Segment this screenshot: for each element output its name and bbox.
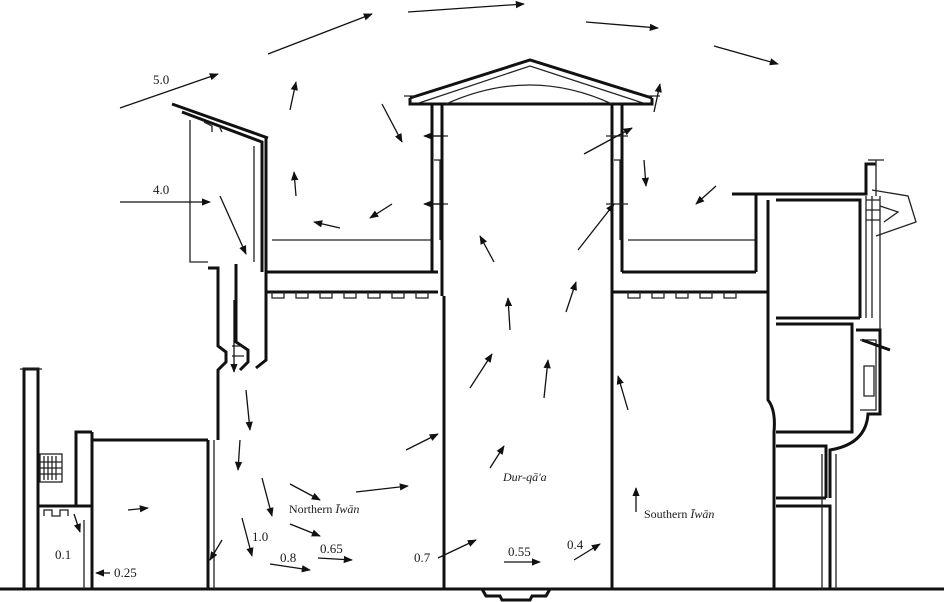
right-building <box>732 159 917 589</box>
ground-line <box>0 587 944 602</box>
wind-arrow <box>381 103 403 143</box>
wind-arrow <box>127 505 149 513</box>
wind-arrow <box>369 203 393 219</box>
wind-arrow <box>73 513 81 533</box>
left-low-building <box>38 430 208 589</box>
wind-arrow <box>119 73 219 109</box>
wind-arrow <box>479 235 495 263</box>
room-label-northern-iwan-name: Īwān <box>335 502 360 516</box>
wind-arrow <box>355 483 409 493</box>
velocity-label-5-0: 5.0 <box>153 72 170 87</box>
wind-arrow <box>405 433 439 451</box>
room-label-northern-word: Northern <box>289 502 333 516</box>
wind-arrow <box>565 281 577 313</box>
airflow-arrows <box>73 0 779 577</box>
velocity-label-0-55: 0.55 <box>508 544 531 559</box>
wind-arrow <box>261 477 274 517</box>
wind-arrow <box>407 0 525 13</box>
room-label-northern-iwan: Northern Īwān <box>289 503 359 515</box>
velocity-label-4-0: 4.0 <box>153 182 170 197</box>
room-label-southern-iwan: Southern Īwān <box>644 508 714 520</box>
durqaa-lantern <box>404 58 660 296</box>
wind-arrow <box>313 220 341 229</box>
wind-arrow <box>577 203 615 251</box>
wind-arrow <box>585 21 659 31</box>
wind-arrow <box>469 353 493 389</box>
room-label-southern-word: Southern <box>644 507 688 521</box>
velocity-label-0-7: 0.7 <box>414 550 431 565</box>
wind-arrow <box>219 195 247 255</box>
wind-arrow <box>695 185 717 205</box>
wind-arrow <box>543 359 551 399</box>
wind-arrow <box>616 375 629 411</box>
velocity-label-0-1: 0.1 <box>55 547 72 562</box>
left-tower-wall <box>20 367 42 589</box>
wind-arrow <box>289 483 321 501</box>
wind-arrow <box>209 539 223 561</box>
wind-arrow <box>267 13 373 55</box>
wind-arrow <box>269 563 311 573</box>
wind-arrow <box>504 297 513 331</box>
velocity-label-1-0: 1.0 <box>252 529 269 544</box>
wind-arrow <box>291 171 299 197</box>
windcatcher-malqaf <box>171 102 269 589</box>
wind-arrow <box>437 539 477 559</box>
wind-arrow <box>289 81 298 111</box>
velocity-label-0-4: 0.4 <box>567 537 584 552</box>
wind-arrow <box>641 159 650 187</box>
wind-arrow <box>289 523 321 537</box>
room-label-southern-iwan-name: Īwān <box>690 507 715 521</box>
wind-arrow <box>241 517 254 557</box>
velocity-label-0-65: 0.65 <box>320 541 343 556</box>
wind-arrow <box>234 439 243 471</box>
velocity-label-0-25: 0.25 <box>114 565 137 580</box>
wind-arrow <box>245 389 253 431</box>
southern-iwan-roof <box>610 239 768 589</box>
velocity-label-0-8: 0.8 <box>280 550 297 565</box>
northern-iwan-roof <box>266 239 446 589</box>
wind-arrow <box>317 555 353 564</box>
wind-arrow <box>489 445 505 469</box>
wind-arrow <box>583 127 633 155</box>
wind-arrow <box>653 83 662 113</box>
wind-arrow <box>713 45 779 66</box>
room-label-durqaa: Dur-qā'a <box>503 470 547 484</box>
wind-arrow <box>573 543 601 561</box>
